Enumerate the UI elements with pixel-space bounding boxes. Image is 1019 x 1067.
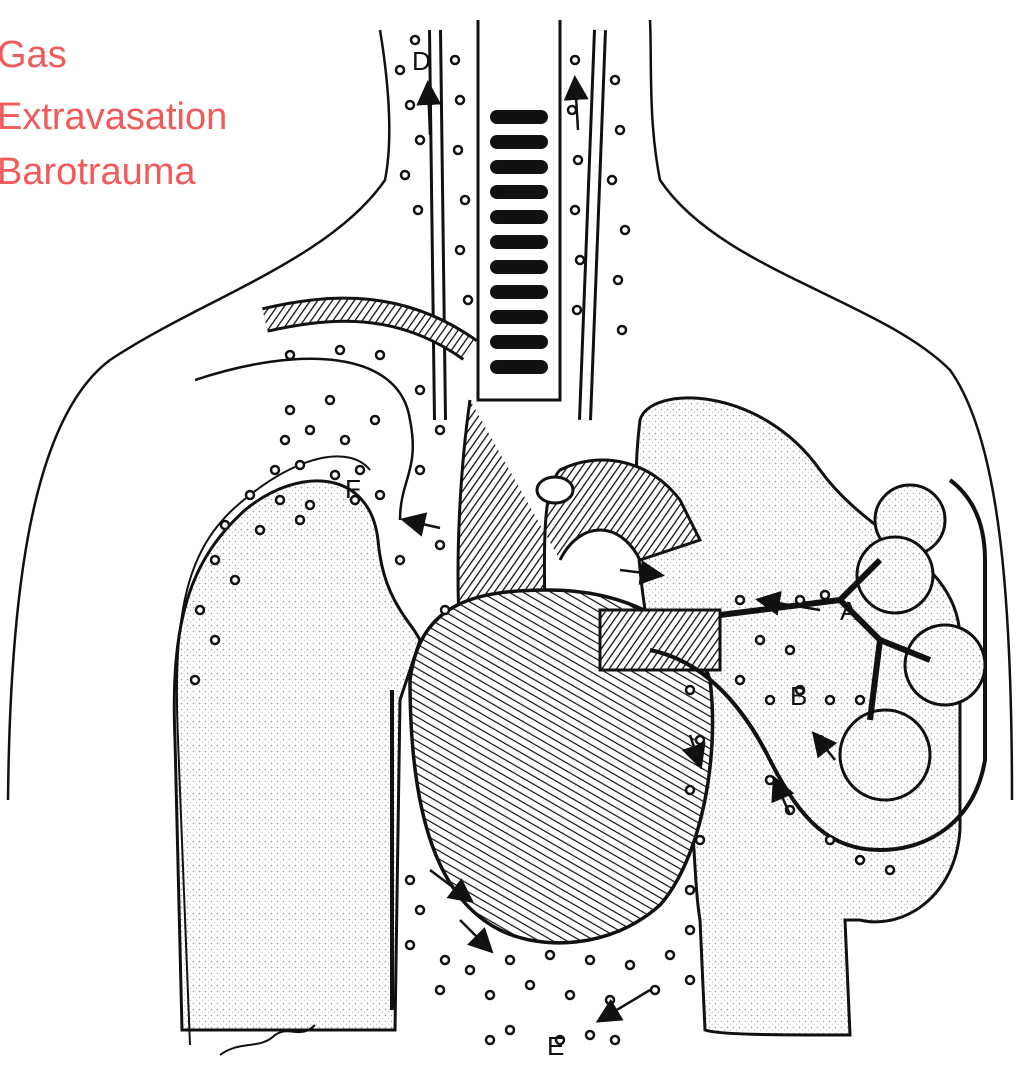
title-line-extravasation: Extravasation: [0, 94, 227, 140]
heart: [410, 590, 713, 943]
title-line-barotrauma: Barotrauma: [0, 149, 196, 195]
neck-vessel-left-inner: [435, 30, 440, 420]
trachea: [478, 20, 560, 400]
aorta: [458, 400, 700, 640]
left-pleura-outer: [195, 359, 413, 520]
gas-bubbles: [191, 36, 894, 1044]
title-line-gas: Gas: [0, 32, 67, 78]
neck-vessel-right-inner: [585, 30, 600, 420]
artist-signature: [220, 1025, 315, 1055]
label-a: A: [840, 596, 858, 626]
torso-outline-right: [650, 20, 1012, 800]
left-pleura: [177, 456, 370, 1045]
right-lung-shape: [636, 398, 960, 1035]
label-b: B: [790, 681, 807, 711]
aortic-arch-opening: [537, 477, 573, 503]
alveoli-cluster: [720, 485, 985, 800]
subclavian-vessel-inner: [265, 310, 470, 350]
mediastinal-line-right: [650, 480, 985, 850]
neck-vessel-right: [585, 30, 600, 420]
neck-vessel-left: [435, 30, 440, 420]
label-f: F: [345, 474, 361, 504]
left-lung-shape: [174, 481, 420, 1030]
label-d: D: [412, 46, 431, 76]
torso-outline: [8, 30, 389, 800]
flow-arrows: [405, 80, 835, 1020]
bronchus: [600, 610, 720, 670]
trachea-rings: [490, 110, 548, 374]
label-e: E: [547, 1031, 564, 1061]
subclavian-vessel: [265, 310, 470, 350]
